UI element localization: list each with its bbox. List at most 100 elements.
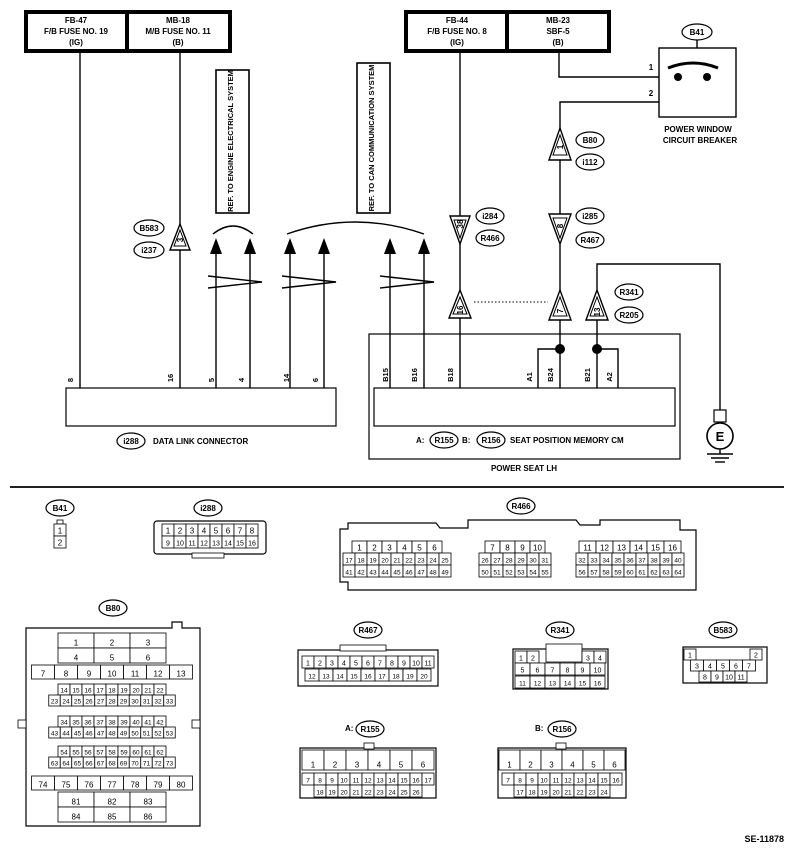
b583-view-pin: 9 [715,675,719,682]
b80-view-pin: 55 [72,750,80,757]
r466-view-pin: 28 [505,558,513,565]
r466-view-pin: 15 [651,544,660,553]
power-seat-lh: B15 B16 B18 A1 B24 B21 A2 A: B: SEAT POS… [368,333,681,473]
r466-view-pin: 47 [417,570,425,577]
i288-view-pin: 8 [250,527,255,536]
i288-view-pin: 13 [212,541,220,548]
b80-view-pin: 66 [85,761,93,768]
b80-view-pin: 73 [166,761,174,768]
r156-view-pin: 24 [600,790,608,797]
r466-view-pin: 56 [578,570,586,577]
r156-view-pin: 19 [540,790,548,797]
i288-view-pin: 12 [200,541,208,548]
terminal-16: 16 [447,288,473,319]
b80-view-pin: 57 [96,750,104,757]
b583-view-pin: 6 [734,664,738,671]
r155-view-pin: 11 [353,778,360,785]
r341-view-pin: 15 [579,681,587,688]
r466-view-pin: 51 [493,570,501,577]
b80-view-pin: 46 [85,731,93,738]
r155-view-pin: 8 [318,778,322,785]
r155-view-cell [421,772,435,786]
r466-view-pin: 37 [638,558,646,565]
dlc-pin-8: 8 [66,378,75,382]
seat-label-b: B: [462,436,470,445]
r466-view-pin: 19 [369,558,377,565]
terminal-38-label: 38 [456,219,465,228]
r155-view-title: R155 [360,725,380,734]
b80-view-pin: 23 [51,699,59,706]
b583-view-pin: 4 [708,664,712,671]
r466-view-pin: 8 [505,544,510,553]
r155-view-pin: 19 [328,790,336,797]
seat-pin-b21: B21 [583,368,592,382]
r341-view-pin: 8 [566,668,570,675]
r156-view-pin: 5 [591,761,596,770]
fuse-fb44-line3: (IG) [450,38,464,47]
r155-view-pin: 15 [400,778,408,785]
i288-view-pin: 14 [224,541,232,548]
b80-view-pin: 83 [144,798,153,807]
b80-view-pin: 12 [154,670,163,679]
i288-view-pin: 3 [190,527,195,536]
b583-view-cell [742,659,756,672]
b80-view-pin: 7 [41,670,46,679]
r466-view-pin: 17 [345,558,353,565]
r155-view-pin: 17 [424,778,432,785]
r466-view-pin: 59 [614,570,622,577]
i288-view-pin: 15 [236,541,244,548]
r155-view-pin: 9 [330,778,334,785]
b80-view-pin: 58 [108,750,116,757]
b80-view-pin: 21 [144,688,152,695]
r467-view-pin: 1 [306,661,310,668]
r341-view-cell [589,675,606,689]
i288-view-pin: 4 [202,527,207,536]
b80-view-pin: 62 [156,750,164,757]
r155-view-pin: 22 [364,790,372,797]
b80-view-pin: 35 [72,720,80,727]
dlc-pin-14: 14 [282,373,291,382]
r466-view-pin: 26 [481,558,489,565]
b80-view-pin: 26 [85,699,93,706]
r156-view-cell [597,784,611,798]
b80-view-pin: 50 [131,731,139,738]
r467-view-pin: 8 [390,661,394,668]
r155-view-pin: 20 [340,790,348,797]
r466-view-pin: 44 [381,570,389,577]
seat-label-a: A: [416,436,424,445]
r466-view-pin: 40 [674,558,682,565]
i288-view-pin: 5 [214,527,219,536]
r341-view-pin: 12 [534,681,542,688]
r466-view-pin: 63 [662,570,670,577]
b80-view-pin: 53 [166,731,174,738]
b80-view-pin: 32 [154,699,162,706]
r466-view-pin: 55 [541,570,549,577]
r156-view-cell [609,772,623,786]
b583-view-pin: 7 [747,664,751,671]
r466-view-cell [538,564,552,578]
wires [79,53,721,410]
dlc-pin-4: 4 [237,377,246,382]
b80-view-pin: 40 [132,720,140,727]
r466-view-pin: 46 [405,570,413,577]
r466-view-pin: 12 [600,544,609,553]
r156-view-pin: 6 [612,761,617,770]
r466-view-pin: 1 [357,544,362,553]
r156-view-pin: 10 [540,778,548,785]
r155-view-pin: 7 [306,778,310,785]
b80-view-pin: 27 [97,699,105,706]
r466-view-cell [438,564,452,578]
r467-view-pin: 15 [350,674,358,681]
fuse-box-group-left [24,10,232,53]
b80-view-pin: 16 [84,688,92,695]
b80-view-pin: 61 [144,750,152,757]
b80-view-pin: 18 [108,688,116,695]
r466-view-pin: 54 [529,570,537,577]
r466-view-pin: 14 [634,544,643,553]
terminal-8-mid: 8 [547,213,573,247]
r341-view-pin: 1 [519,656,523,663]
b80-view-pin: 45 [74,731,82,738]
r341-view-pin: 2 [531,656,535,663]
r466-view-pin: 41 [345,570,353,577]
r466-view-pin: 9 [520,544,525,553]
